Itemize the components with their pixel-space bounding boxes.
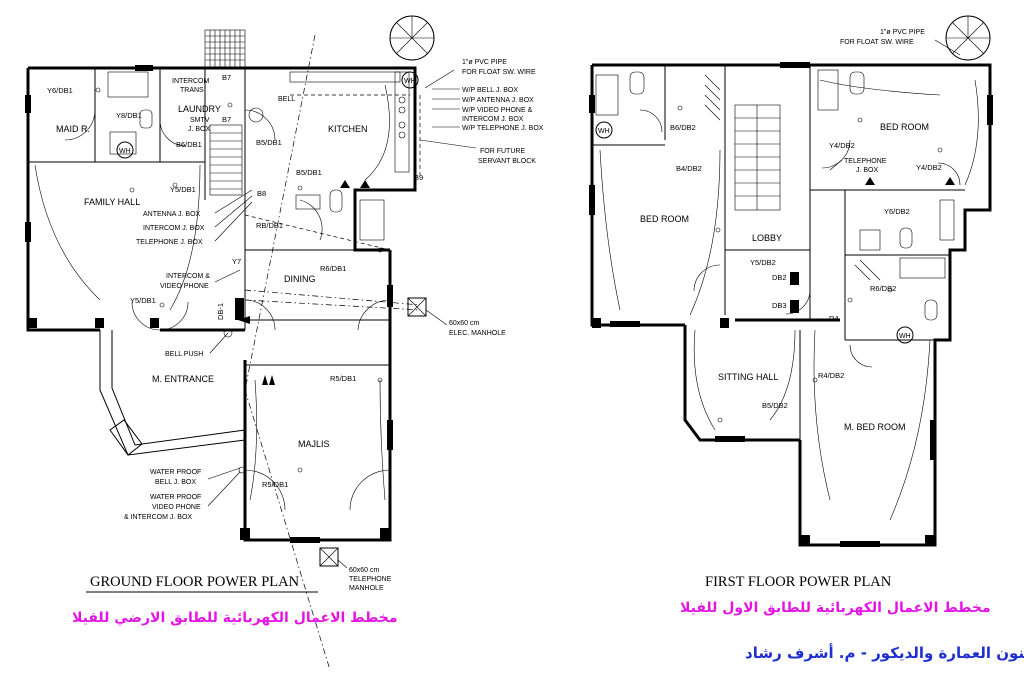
room-majlis: MAJLIS bbox=[298, 439, 330, 449]
gf-circuit-y8: Y8/DB1 bbox=[116, 111, 142, 120]
gf-circuit-b6: B6/DB1 bbox=[176, 140, 202, 149]
gf-wp-bell-2: BELL J. BOX bbox=[155, 479, 196, 486]
ff-room-bed-right: BED ROOM bbox=[880, 122, 929, 132]
ff-circuit-r4-short: R4 bbox=[829, 314, 839, 323]
credit-arabic: فنون العمارة والديكور - م. أشرف رشاد bbox=[745, 643, 1024, 662]
gf-circuit-b5a: B5/DB1 bbox=[256, 138, 282, 147]
gf-elec-mh-1: 60x60 cm bbox=[449, 320, 480, 327]
gf-elec-mh-2: ELEC. MANHOLE bbox=[449, 330, 506, 337]
ff-db2-label: DB2 bbox=[772, 273, 787, 282]
ff-circuit-y4a: Y4/DB2 bbox=[829, 141, 855, 150]
ff-circuit-b4: B4/DB2 bbox=[676, 164, 702, 173]
gf-wp-intercom-jbox: INTERCOM J. BOX bbox=[462, 116, 524, 123]
gf-db1-label: DB-1 bbox=[216, 303, 225, 320]
gf-tel-mh-2: TELEPHONE bbox=[349, 576, 392, 583]
ff-room-master: M. BED ROOM bbox=[844, 422, 906, 432]
room-dining: DINING bbox=[284, 274, 316, 284]
ff-wh-label-2: WH bbox=[899, 333, 911, 340]
ground-floor-plan: WH WH MAID R. LAUNDRY KITCHEN FAMILY HAL… bbox=[25, 15, 544, 671]
ff-room-bed-left: BED ROOM bbox=[640, 214, 689, 224]
gf-intercom-jbox: INTERCOM J. BOX bbox=[143, 225, 205, 232]
gf-smtv-1: SMTV bbox=[190, 117, 210, 124]
ff-circuit-b6: B6/DB2 bbox=[670, 123, 696, 132]
room-entrance: M. ENTRANCE bbox=[152, 374, 214, 384]
ff-title: FIRST FLOOR POWER PLAN bbox=[705, 574, 892, 590]
gf-intercom-video-2: VIDEO PHONE bbox=[160, 283, 209, 290]
gf-wp-video-2: VIDEO PHONE bbox=[152, 504, 201, 511]
gf-title-arabic: مخطط الاعمال الكهربائية للطابق الارضي لل… bbox=[72, 610, 398, 626]
gf-circuit-y7: Y7 bbox=[232, 257, 241, 266]
room-kitchen: KITCHEN bbox=[328, 124, 368, 134]
ff-circuit-r6: R6/DB2 bbox=[870, 284, 896, 293]
gf-circuit-r6: R6/DB1 bbox=[320, 264, 346, 273]
ff-pvc-2: FOR FLOAT SW. WIRE bbox=[840, 39, 914, 46]
gf-antenna-jbox: ANTENNA J. BOX bbox=[143, 211, 201, 218]
ff-title-arabic: مخطط الاعمال الكهربائية للطابق الاول للف… bbox=[680, 600, 991, 616]
ff-wh-label-1: WH bbox=[598, 128, 610, 135]
gf-circuit-b9: B9 bbox=[414, 173, 423, 182]
gf-title: GROUND FLOOR POWER PLAN bbox=[90, 574, 300, 590]
gf-circuit-y5b: Y5/DB1 bbox=[130, 296, 156, 305]
gf-wp-antenna: W/P ANTENNA J. BOX bbox=[462, 97, 534, 104]
gf-tel-mh-1: 60x60 cm bbox=[349, 567, 380, 574]
gf-circuit-b8: B8 bbox=[257, 189, 266, 198]
gf-bell: BELL bbox=[278, 96, 295, 103]
gf-intercom-video-1: INTERCOM & bbox=[166, 273, 210, 280]
gf-wp-video-1: WATER PROOF bbox=[150, 494, 201, 501]
gf-wp-bell-jbox: W/P BELL J. BOX bbox=[462, 87, 518, 94]
ff-room-sitting: SITTING HALL bbox=[718, 372, 779, 382]
ff-room-lobby: LOBBY bbox=[752, 233, 782, 243]
gf-pvc-1: 1"ø PVC PIPE bbox=[462, 59, 507, 66]
gf-wp-videophone: W/P VIDEO PHONE & bbox=[462, 107, 533, 114]
gf-circuit-r5a: R5/DB1 bbox=[330, 374, 356, 383]
gf-wh-label-1: WH bbox=[119, 148, 131, 155]
ff-circuit-b5: B5/DB2 bbox=[762, 401, 788, 410]
gf-circuit-b7a: B7 bbox=[222, 73, 231, 82]
room-maid: MAID R. bbox=[56, 124, 90, 134]
ff-tel-1: TELEPHONE bbox=[844, 158, 887, 165]
gf-circuit-b7b: B7 bbox=[222, 115, 231, 124]
gf-telephone-jbox: TELEPHONE J. BOX bbox=[136, 239, 203, 246]
gf-circuit-y6: Y6/DB1 bbox=[47, 86, 73, 95]
ff-db3-label: DB3 bbox=[772, 301, 787, 310]
gf-smtv-2: J. BOX bbox=[188, 126, 211, 133]
gf-circuit-b5b: B5/DB1 bbox=[296, 168, 322, 177]
gf-future-2: SERVANT BLOCK bbox=[478, 158, 536, 165]
ff-circuit-r4: R4/DB2 bbox=[818, 371, 844, 380]
gf-circuit-r5b: R5/DB1 bbox=[262, 480, 288, 489]
gf-wp-bell-1: WATER PROOF bbox=[150, 469, 201, 476]
ff-circuit-y4b: Y4/DB2 bbox=[916, 163, 942, 172]
gf-future-1: FOR FUTURE bbox=[480, 148, 525, 155]
ff-circuit-y5: Y5/DB2 bbox=[750, 258, 776, 267]
room-family-hall: FAMILY HALL bbox=[84, 197, 140, 207]
ff-pvc-1: 1"ø PVC PIPE bbox=[880, 29, 925, 36]
gf-intercom-trans-2: TRANS bbox=[180, 87, 204, 94]
first-floor-plan: WH WH bbox=[589, 15, 1024, 662]
gf-circuit-rb: RB/DB1 bbox=[256, 221, 283, 230]
gf-bell-push: BELL PUSH bbox=[165, 351, 203, 358]
gf-wp-tel: W/P TELEPHONE J. BOX bbox=[462, 125, 544, 132]
gf-intercom-trans-1: INTERCOM bbox=[172, 78, 210, 85]
ff-circuit-y6: Y6/DB2 bbox=[884, 207, 910, 216]
gf-wh-label-2: WH bbox=[404, 78, 416, 85]
gf-wp-video-3: & INTERCOM J. BOX bbox=[124, 514, 192, 521]
gf-circuit-y5a: Y5/DB1 bbox=[170, 185, 196, 194]
room-laundry: LAUNDRY bbox=[178, 104, 221, 114]
ff-tel-2: J. BOX bbox=[856, 167, 879, 174]
gf-pvc-2: FOR FLOAT SW. WIRE bbox=[462, 69, 536, 76]
gf-tel-mh-3: MANHOLE bbox=[349, 585, 384, 592]
